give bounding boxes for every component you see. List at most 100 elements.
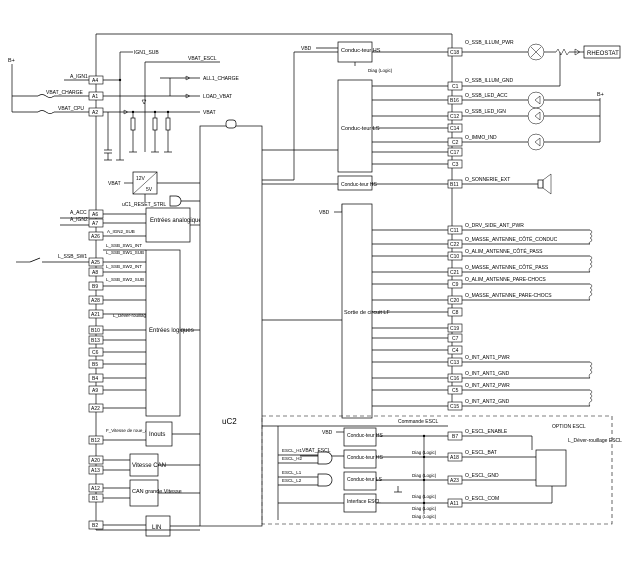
pin-c1: C1: [452, 84, 459, 90]
sig-alim-ant-pare: O_ALIM_ANTENNE_PARE-CHOCS: [465, 277, 546, 283]
voltage-regulator: VBAT 12V 5V uC1_RESET_STRL: [108, 171, 200, 208]
pin-c8: C8: [452, 310, 459, 316]
vbd-mid-label: VBD: [319, 210, 330, 216]
pin-b7: B7: [452, 434, 458, 440]
ssb-sw1-sub-label: L_SSB_SW1_SUB: [106, 250, 144, 255]
sig-int-ant1-gnd: O_INT_ANT1_GND: [465, 371, 510, 377]
pin-a22: A22: [91, 406, 100, 412]
pin-b2: B2: [92, 523, 98, 529]
vbat-cpu-label: VBAT_CPU: [58, 106, 84, 112]
sig-drv-side-ant-pwr: O_DRV_SIDE_ANT_PWR: [465, 223, 524, 229]
pin-c15: C15: [450, 404, 459, 410]
sig-int-ant1-pwr: O_INT_ANT1_PWR: [465, 355, 510, 361]
pin-b12: B12: [91, 438, 100, 444]
entrees-logiques-block: Entrées logiques: [149, 328, 194, 334]
pin-c21: C21: [450, 270, 459, 276]
diag-logic-top: Diag (Logic): [368, 68, 393, 73]
escl-hs2-block: Conduc-teur HS: [347, 455, 384, 461]
pin-a26: A26: [91, 234, 100, 240]
pin-c11: C11: [450, 228, 459, 234]
escl-diag3: Diag (Logic): [412, 494, 437, 499]
pin-c19: C19: [450, 326, 459, 332]
pin-a20: A20: [91, 458, 100, 464]
pin-c17: C17: [450, 150, 459, 156]
escl-h2-label: ESCL_H2: [282, 456, 303, 461]
escl-diag5: Diag (Logic): [412, 514, 437, 519]
ign1-sub-label: IGN1_SUB: [134, 50, 159, 56]
bplus-right-label: B+: [597, 92, 604, 98]
pin-c20: C20: [450, 298, 459, 304]
can-grande-vitesse-block: CAN grande Vitesse: [132, 489, 182, 495]
sig-ssb-illum-gnd: O_SSB_ILLUM_GND: [465, 78, 513, 84]
pin-a11: A11: [450, 501, 459, 507]
vbat-escl-label: VBAT_ESCL: [302, 448, 331, 454]
sig-masse-ant-pass: O_MASSE_ANTENNE_CÔTÉ_PASS: [465, 264, 549, 271]
sig-sonnerie-ext: O_SONNERIE_EXT: [465, 177, 510, 183]
reset-label: uC1_RESET_STRL: [122, 202, 166, 208]
ssb-sw2-sub-label: L_SSB_SW2_SUB: [106, 277, 144, 282]
sig-ssb-led-ign: O_SSB_LED_IGN: [465, 109, 506, 115]
entrees-analogiques-block: Entrées analogiques: [150, 218, 205, 224]
internal-supply-lines: IGN1_SUB VBAT_ESCL ALL1_CHARGE LOAD_VBAT…: [103, 50, 240, 161]
sig-escl-bat: O_ESCL_BAT: [465, 450, 497, 456]
pin-c6: C6: [92, 350, 99, 356]
cond-ls-block: Conduc-teur LS: [341, 126, 380, 132]
pin-a7: A7: [92, 221, 98, 227]
pin-a12: A12: [91, 486, 100, 492]
pin-a2: A2: [92, 110, 98, 116]
ssb-sw2-int-label: L_SSB_SW2_INT: [106, 264, 142, 269]
reg-12v: 12V: [136, 176, 146, 182]
pin-c9: C9: [452, 282, 459, 288]
pin-a4: A4: [92, 78, 98, 84]
escl-l1-label: ESCL_L1: [282, 470, 302, 475]
sig-ssb-led-acc: O_SSB_LED_ACC: [465, 93, 508, 99]
left-pin-leads: A_IGN2_SUB L_SSB_SW1_INT L_SSB_SW1_SUB L…: [103, 213, 172, 526]
commande-escl-label: Commande ESCL: [398, 419, 439, 425]
ls-driver: Conduc-teur LS Conduc-teur HS: [262, 79, 448, 191]
escl-diag2: Diag (Logic): [412, 473, 437, 478]
load-vbat-label: LOAD_VBAT: [203, 94, 232, 100]
right-signals: O_SSB_ILLUM_PWR O_SSB_ILLUM_GND O_SSB_LE…: [462, 40, 621, 407]
bottom-links: [96, 224, 200, 531]
sig-masse-ant-pare: O_MASSE_ANTENNE_PARE-CHOCS: [465, 293, 552, 299]
escl-ls-block: Conduc-teur LS: [347, 477, 383, 483]
pin-b5: B5: [92, 362, 98, 368]
pin-c12: C12: [450, 114, 459, 120]
pin-c5: C5: [452, 388, 459, 394]
lin-block: LIN: [152, 525, 161, 531]
mcu-label: uC2: [222, 417, 237, 426]
escl-h1-label: ESCL_H1: [282, 448, 303, 453]
pin-b13: B13: [91, 338, 100, 344]
pin-c10: C10: [450, 254, 459, 260]
sig-masse-ant-conduc: O_MASSE_ANTENNE_CÔTÉ_CONDUC: [465, 236, 558, 243]
a-acc-label: A_ACC: [70, 210, 87, 216]
escl-module-label: L_Déver-rouillage ESCL: [568, 438, 622, 444]
ssb-sw1-int-label: L_SSB_SW1_INT: [106, 243, 142, 248]
sig-ssb-illum-pwr: O_SSB_ILLUM_PWR: [465, 40, 514, 46]
deverr-aux-label: L_Déver-rouillage ESCL_aux: [113, 313, 172, 318]
sig-immo-ind: O_IMMO_IND: [465, 135, 497, 141]
sortie-lf-block: Sortie de circuit LF: [344, 310, 390, 316]
pin-c3: C3: [452, 162, 459, 168]
pin-c16: C16: [450, 376, 459, 382]
pin-a8: A8: [92, 270, 98, 276]
pin-a28: A28: [91, 298, 100, 304]
pin-b9: B9: [92, 284, 98, 290]
sig-alim-ant-pass: O_ALIM_ANTENNE_CÔTÉ_PASS: [465, 248, 543, 255]
escl-diag4: Diag (Logic): [412, 506, 437, 511]
escl-diag1: Diag (Logic): [412, 450, 437, 455]
pin-b11: B11: [450, 182, 459, 188]
pin-c18: C18: [450, 50, 459, 56]
sig-escl-enable: O_ESCL_ENABLE: [465, 429, 508, 435]
a-ign2-sub-label: A_IGN2_SUB: [107, 229, 135, 234]
vbat-label: VBAT: [203, 110, 216, 116]
escl-l2-label: ESCL_L2: [282, 478, 302, 483]
mcu-body: uC2: [199, 119, 263, 527]
escl-hs1-block: Conduc-teur HS: [347, 433, 384, 439]
pin-a23: A23: [450, 478, 459, 484]
vbat-charge-label: VBAT_CHARGE: [46, 90, 84, 96]
pin-a25: A25: [91, 260, 100, 266]
pin-c22: C22: [450, 242, 459, 248]
right-connector: C18 C1 B16 C12 C14 C2 C17 C3 B11 C11 C22…: [447, 47, 463, 411]
option-escl-label: OPTION ESCL: [552, 424, 586, 430]
